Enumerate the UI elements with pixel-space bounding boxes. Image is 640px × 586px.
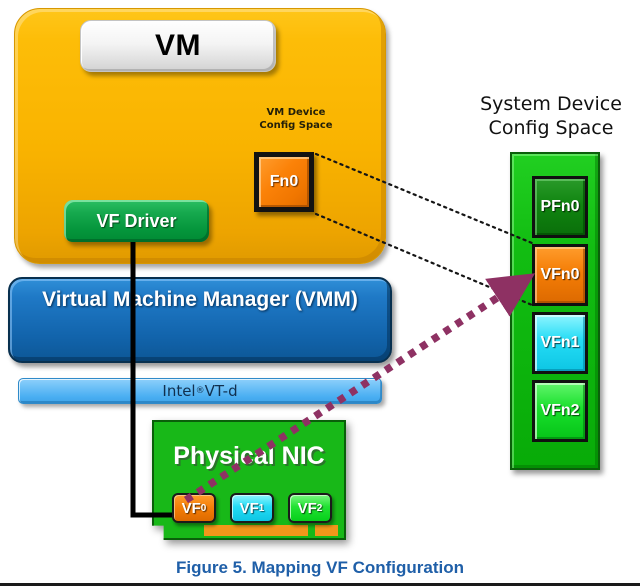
vf-driver-label: VF Driver <box>96 210 177 231</box>
system-config-pfn0: PFn0 <box>532 176 588 238</box>
nic-vf1-label: VF <box>239 499 259 517</box>
nic-connector-finger-short <box>315 525 338 536</box>
vm-fn0-box: Fn0 <box>254 152 314 212</box>
system-config-vfn1: VFn1 <box>532 312 588 374</box>
vmm-label: Virtual Machine Manager (VMM) <box>42 288 358 311</box>
intel-vtd-prefix: Intel <box>162 382 196 400</box>
intel-vtd-suffix: VT-d <box>204 382 238 400</box>
nic-vf2-label: VF <box>297 499 317 517</box>
nic-vf0-label: VF <box>181 499 201 517</box>
system-config-vfn0: VFn0 <box>532 244 588 306</box>
vm-fn0-label: Fn0 <box>269 173 299 190</box>
vm-title-label: VM <box>155 29 201 62</box>
vm-title-plate: VM <box>80 20 276 72</box>
bottom-rule <box>0 583 640 586</box>
system-device-config-line-2: Config Space <box>488 117 614 139</box>
nic-vf0-index: 0 <box>200 502 207 514</box>
figure-caption: Figure 5. Mapping VF Configuration <box>175 558 465 577</box>
system-config-panel: PFn0 VFn0 VFn1 VFn2 <box>510 152 600 470</box>
vf-driver-box: VF Driver <box>64 200 209 242</box>
vm-device-config-space-label: VM Device Config Space <box>248 106 344 132</box>
vm-fn0-inner: Fn0 <box>259 157 309 207</box>
registered-trademark-icon: ® <box>195 386 205 396</box>
system-config-vfn2: VFn2 <box>532 380 588 442</box>
physical-nic-title: Physical NIC <box>173 442 325 470</box>
system-device-config-space-label: System Device Config Space <box>462 92 640 140</box>
intel-vtd-bar: Intel® VT-d <box>18 378 382 404</box>
nic-connector-finger-main <box>204 525 308 536</box>
vm-device-config-line-2: Config Space <box>259 120 333 131</box>
nic-vf2-index: 2 <box>316 502 323 514</box>
system-device-config-line-1: System Device <box>480 93 622 115</box>
vmm-box: Virtual Machine Manager (VMM) <box>8 277 392 363</box>
nic-vf1-index: 1 <box>258 502 265 514</box>
vm-device-config-line-1: VM Device <box>266 107 326 118</box>
